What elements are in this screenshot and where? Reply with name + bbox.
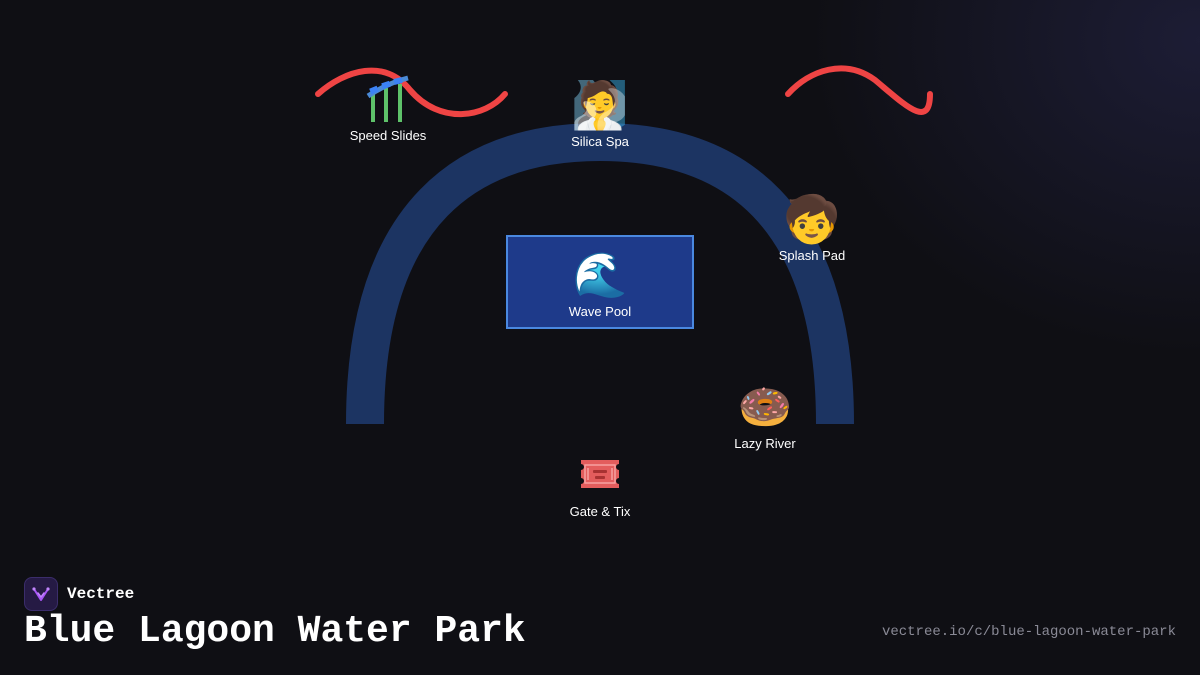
attraction-label: Wave Pool [568, 303, 632, 319]
attraction-label: Lazy River [734, 436, 796, 451]
spa-person-icon: 🧖 [571, 78, 629, 132]
brand-name: Vectree [67, 585, 135, 603]
page-title: Blue Lagoon Water Park [24, 610, 526, 653]
brand: Vectree [24, 577, 134, 611]
main-path-arch [346, 122, 854, 425]
page-url[interactable]: vectree.io/c/blue-lagoon-water-park [881, 624, 1176, 640]
slide-curve-right [785, 65, 933, 115]
slide-curve-left [315, 67, 508, 118]
donut-float-icon: 🍩 [737, 382, 793, 433]
attraction-silica-spa[interactable]: 🧖 Silica Spa [540, 82, 660, 149]
attraction-label: Speed Slides [349, 128, 427, 143]
attraction-label: Silica Spa [571, 134, 629, 149]
attraction-lazy-river[interactable]: 🍩 Lazy River [705, 382, 825, 452]
roller-coaster-icon [366, 75, 409, 122]
vectree-logo-icon [24, 577, 58, 611]
ticket-icon [581, 460, 619, 488]
attraction-wave-pool[interactable]: 🌊 Wave Pool [506, 235, 694, 329]
attraction-gate-tix[interactable]: Gate & Tix [540, 460, 660, 519]
wave-icon: 🌊 [572, 249, 628, 301]
child-icon: 🧒 [783, 192, 841, 246]
attraction-label: Splash Pad [778, 248, 846, 263]
attraction-splash-pad[interactable]: 🧒 Splash Pad [752, 196, 872, 263]
attraction-label: Gate & Tix [569, 504, 631, 519]
attraction-speed-slides[interactable]: Speed Slides [328, 74, 448, 143]
